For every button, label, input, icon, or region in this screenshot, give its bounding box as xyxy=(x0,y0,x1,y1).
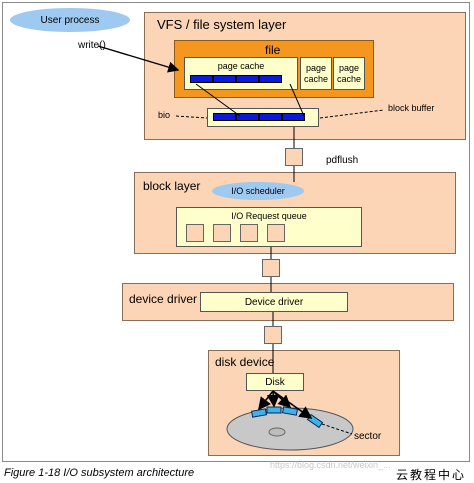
block-buffer-label: block buffer xyxy=(388,103,435,113)
device-driver-box: Device driver xyxy=(200,292,348,312)
write-call-label: write() xyxy=(78,40,106,51)
disk-arrow xyxy=(272,390,313,419)
bio-label: bio xyxy=(158,110,171,120)
page-cache-a: page cache xyxy=(300,57,332,90)
user-process-oval: User process xyxy=(10,8,130,32)
pdflush-connector xyxy=(285,148,303,166)
pdflush-label: pdflush xyxy=(326,155,359,166)
io-request-queue-label: I/O Request queue xyxy=(231,211,307,221)
diagram-frame xyxy=(2,2,470,462)
io-scheduler-oval: I/O scheduler xyxy=(212,182,304,200)
page-cache-main-label: page cache xyxy=(217,61,265,71)
bio-block xyxy=(282,113,305,121)
disk-box-label: Disk xyxy=(265,376,285,388)
watermark: https://blog.csdn.net/weixin_... xyxy=(270,460,391,470)
brand-mark: 云教程中心 xyxy=(395,468,466,482)
cache-block xyxy=(236,75,259,83)
block-to-driver-connector xyxy=(262,259,280,277)
block-layer-title: block layer xyxy=(143,179,201,193)
bio-block xyxy=(236,113,259,121)
write-arrow xyxy=(97,45,180,73)
page-cache-a-label: page cache xyxy=(303,62,329,84)
cache-block xyxy=(190,75,213,83)
queue-slot xyxy=(240,224,258,242)
bio-block xyxy=(259,113,282,121)
driver-to-disk-connector xyxy=(264,326,282,344)
cache-block xyxy=(259,75,282,83)
vfs-layer-title: VFS / file system layer xyxy=(157,17,287,32)
page-cache-main: page cache xyxy=(184,57,298,90)
bio-leader xyxy=(175,115,208,119)
disk-arrow xyxy=(266,390,280,408)
disk-device-layer-title: disk device xyxy=(215,355,275,369)
cache-block xyxy=(213,75,236,83)
user-process-label: User process xyxy=(40,14,100,26)
disk-arrow xyxy=(258,390,274,411)
page-cache-b-label: page cache xyxy=(336,62,362,84)
bio-block xyxy=(213,113,236,121)
cache-to-bio-right xyxy=(289,83,305,117)
file-title: file xyxy=(265,43,281,57)
disk-box: Disk xyxy=(246,373,304,391)
figure-caption: Figure 1-18 I/O subsystem architecture xyxy=(4,467,195,479)
block-buffer-leader xyxy=(319,109,385,119)
cache-to-bio-left xyxy=(195,83,241,117)
bio-blocks xyxy=(213,113,305,121)
queue-slot xyxy=(186,224,204,242)
device-driver-box-label: Device driver xyxy=(244,296,304,308)
queue-slot xyxy=(267,224,285,242)
sector-leader xyxy=(321,423,353,435)
device-driver-layer-title: device driver xyxy=(129,292,198,306)
io-scheduler-label: I/O scheduler xyxy=(231,186,285,196)
sector-block xyxy=(266,406,282,414)
sector-label: sector xyxy=(354,431,382,442)
queue-slot xyxy=(213,224,231,242)
disk-spindle xyxy=(268,427,286,437)
page-cache-blocks xyxy=(190,75,282,83)
page-cache-b: page cache xyxy=(333,57,365,90)
